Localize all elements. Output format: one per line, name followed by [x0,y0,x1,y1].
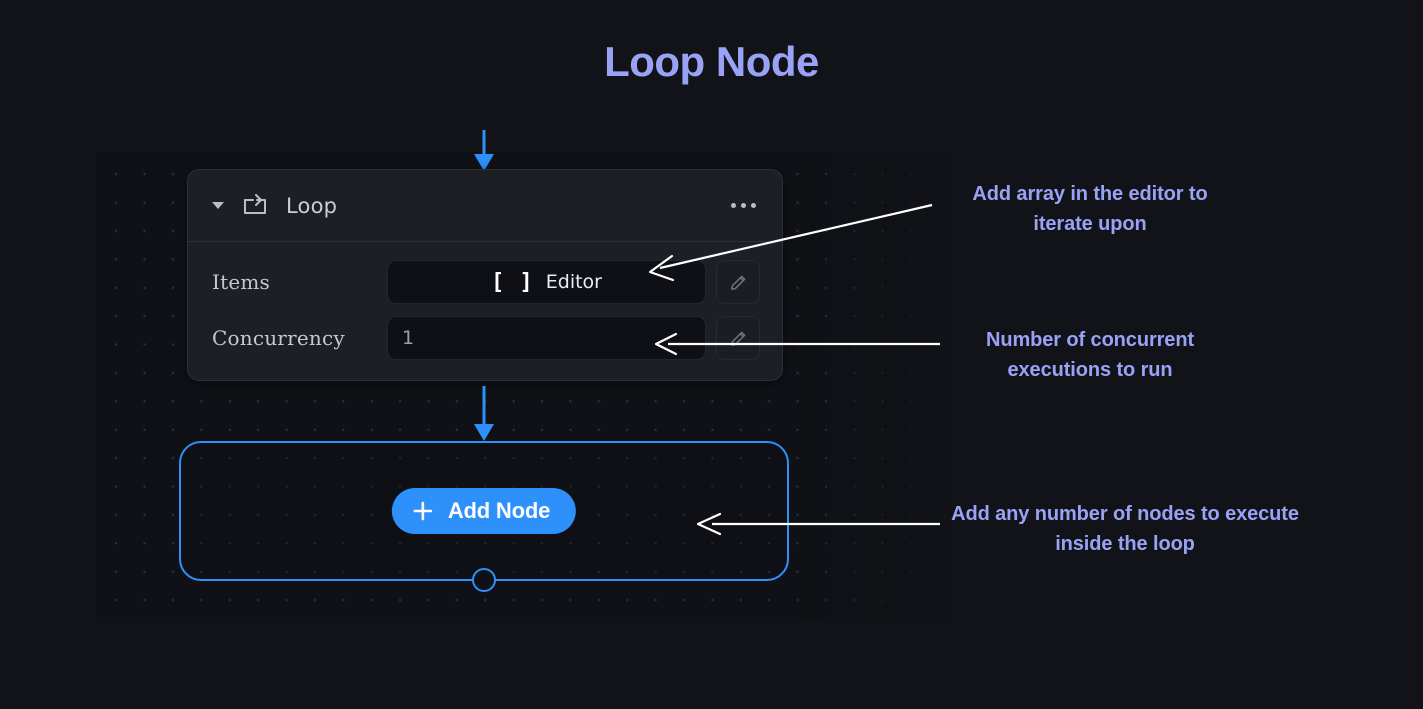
connection-handle-circle[interactable] [472,568,496,592]
field-row-items: Items [ ] Editor [212,260,760,304]
concurrency-edit-button[interactable] [716,316,760,360]
annotation-addnode: Add any number of nodes to execute insid… [951,503,1299,555]
add-node-button[interactable]: Add Node [391,488,577,534]
node-body: Items [ ] Editor Concurrency 1 [188,242,782,380]
annotation-items: Add array in the editor to iterate upon [972,183,1208,235]
page-title: Loop Node [604,38,819,85]
items-value: Editor [545,271,602,293]
pencil-icon [730,275,745,290]
annotation-concurrency: Number of concurrent executions to run [985,329,1195,381]
node-to-loop-arrow [474,386,494,441]
field-label-items: Items [212,270,271,294]
node-title: Loop [286,193,338,218]
items-input[interactable]: [ ] Editor [387,260,706,304]
ellipsis-icon[interactable] [727,193,760,218]
chevron-down-icon[interactable] [212,202,224,209]
node-header: Loop [188,170,782,242]
loop-body-container[interactable]: Add Node [179,441,789,592]
pencil-icon [730,331,745,346]
items-edit-button[interactable] [716,260,760,304]
concurrency-value: 1 [402,327,415,349]
field-row-concurrency: Concurrency 1 [212,316,760,360]
array-bracket-icon: [ ] [491,269,534,295]
loop-node-panel[interactable]: Loop Items [ ] Editor [187,169,783,381]
loop-repeat-icon [242,193,268,218]
add-node-label: Add Node [447,498,551,523]
top-inbound-arrow [474,130,494,171]
concurrency-input[interactable]: 1 [387,316,706,360]
plus-icon [413,501,433,521]
field-label-concurrency: Concurrency [212,326,345,350]
